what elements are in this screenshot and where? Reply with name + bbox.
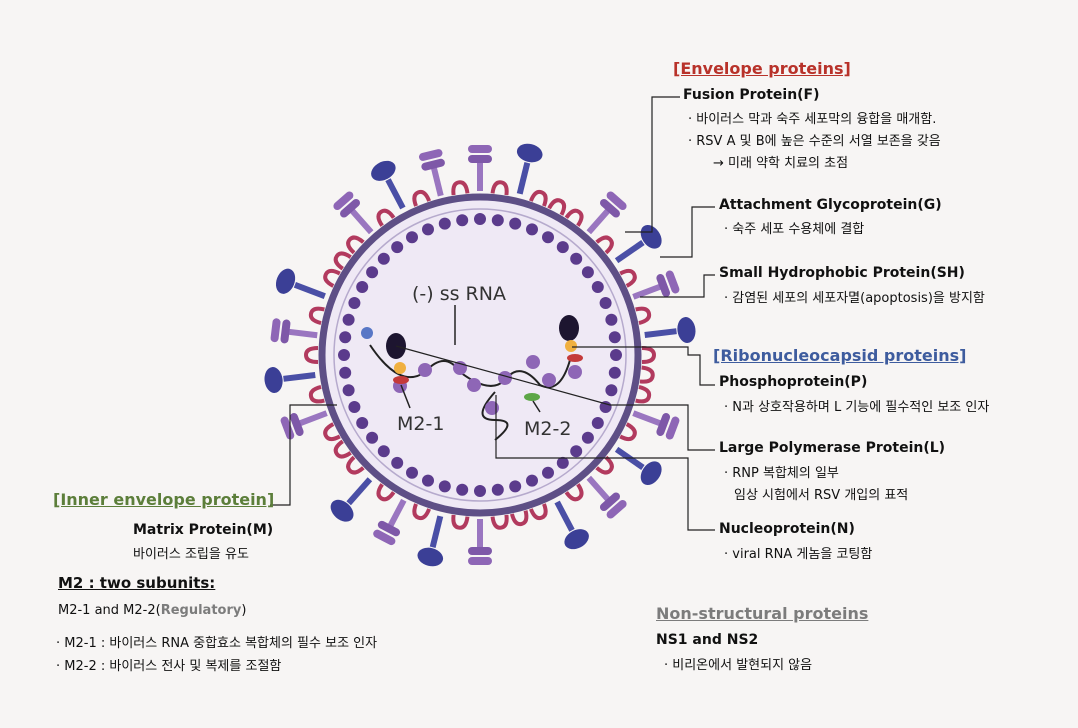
nucleoprotein-name: Nucleoprotein(N): [719, 521, 855, 537]
phosphoprotein-desc-1: · N과 상호작용하며 L 기능에 필수적인 보조 인자: [724, 400, 990, 415]
polymerase-desc-2: 임상 시험에서 RSV 개입의 표적: [734, 488, 909, 503]
leader-lines: [270, 96, 715, 531]
inner-envelope-header: [Inner envelope protein]: [53, 490, 275, 509]
rnp-header: [Ribonucleocapsid proteins]: [713, 346, 967, 365]
viral-envelope: [318, 193, 642, 517]
nonstructural-header: Non-structural proteins: [656, 604, 869, 623]
attachment-desc-1: · 숙주 세포 수용체에 결합: [724, 222, 865, 237]
fusion-desc-2: · RSV A 및 B에 높은 수준의 서열 보존을 갖음: [688, 134, 941, 149]
sh-protein-name: Small Hydrophobic Protein(SH): [719, 265, 965, 281]
attachment-protein-name: Attachment Glycoprotein(G): [719, 197, 942, 213]
m21-desc: · M2-1 : 바이러스 RNA 중합효소 복합체의 필수 보조 인자: [56, 636, 378, 651]
ssrna-label: (-) ss RNA: [412, 283, 506, 305]
envelope-header: [Envelope proteins]: [673, 59, 851, 78]
m2-subunits-line: M2-1 and M2-2(Regulatory): [58, 603, 247, 618]
ns-desc-1: · 비리온에서 발현되지 않음: [664, 658, 813, 673]
fusion-desc-3: → 미래 약학 치료의 초점: [713, 156, 849, 171]
polymerase-desc-1: · RNP 복합체의 일부: [724, 466, 839, 481]
fusion-protein-name: Fusion Protein(F): [683, 87, 820, 103]
ns-name: NS1 and NS2: [656, 632, 759, 648]
regulatory-label: Regulatory: [160, 603, 242, 618]
matrix-protein-desc-1: 바이러스 조립을 유도: [133, 547, 249, 562]
matrix-protein-layer: [338, 213, 622, 497]
phosphoprotein-name: Phosphoprotein(P): [719, 374, 868, 390]
m22-label: M2-2: [524, 418, 571, 440]
sh-desc-1: · 감염된 세포의 세포자멸(apoptosis)을 방지함: [724, 291, 985, 306]
fusion-desc-1: · 바이러스 막과 숙주 세포막의 융합을 매개함.: [688, 112, 937, 127]
m22-desc: · M2-2 : 바이러스 전사 및 복제를 조절함: [56, 659, 282, 674]
l-polymerase-right-icon: [559, 315, 579, 341]
nucleoprotein-desc-1: · viral RNA 게놈을 코팅함: [724, 547, 873, 562]
m21-label: M2-1: [397, 413, 444, 435]
matrix-protein-name: Matrix Protein(M): [133, 522, 274, 538]
m2-header: M2 : two subunits:: [58, 574, 216, 592]
polymerase-name: Large Polymerase Protein(L): [719, 440, 946, 456]
